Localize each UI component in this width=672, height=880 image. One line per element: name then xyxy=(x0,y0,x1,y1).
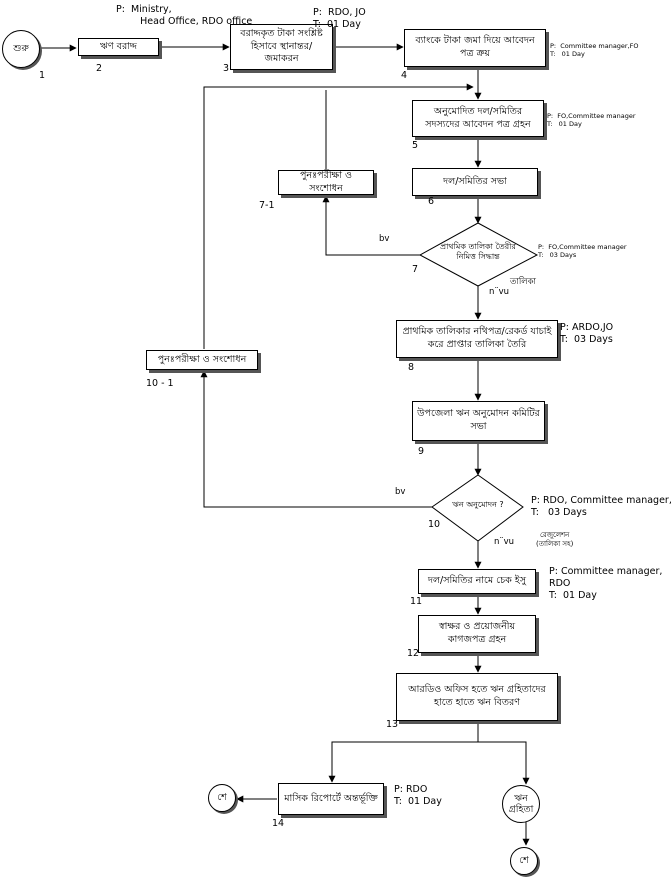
process-13-label: আরডিও অফিস হতে ঋন গ্রহিতাদের হাতে হাতে ঋ… xyxy=(408,684,546,708)
process-10-1-label: পুনঃপরীক্ষা ও সংশোধন xyxy=(157,353,247,365)
step-number: 10 xyxy=(428,519,441,530)
step-number: 1 xyxy=(39,70,46,81)
step-number: 7 xyxy=(412,264,419,275)
process-loan-allocation: ঋণ বরাদ্দ xyxy=(78,38,159,56)
recipient-label: ঋন গ্রহিতা xyxy=(508,792,534,815)
process-group-meeting: দল/সমিতির সভা xyxy=(412,168,538,196)
branch-label-7-yes: n¨vu xyxy=(489,287,510,297)
decision-10-shape xyxy=(431,474,524,542)
process-12-label: স্বাক্ষর ও প্রয়োজনীয় কাগজপত্র গ্রহন xyxy=(438,621,516,645)
annotation-step-11: P: Committee manager, RDO T: 01 Day xyxy=(549,566,663,601)
step-number: 12 xyxy=(407,648,420,659)
process-3-label: বরাদ্দকৃত টাকা সংশ্লিষ্ট হিসাবে স্থানান্… xyxy=(240,27,323,65)
end-bottom-label: শে xyxy=(519,855,529,867)
process-collect-documents: স্বাক্ষর ও প্রয়োজনীয় কাগজপত্র গ্রহন xyxy=(418,615,536,653)
branch-label-10-yes: n¨vu xyxy=(494,537,515,547)
annotation-step-2: P: Ministry, Head Office, RDO office xyxy=(116,4,253,27)
process-upazila-committee: উপজেলা ঋন অনুমোদন কমিটির সভা xyxy=(412,401,545,441)
flowchart-canvas xyxy=(41,43,539,846)
branch-label-10-no: bv xyxy=(395,487,406,497)
process-14-label: মাসিক রিপোর্টে অন্তর্ভূক্তি xyxy=(284,792,378,804)
process-9-label: উপজেলা ঋন অনুমোদন কমিটির সভা xyxy=(417,408,540,432)
arrow-7-no xyxy=(322,195,420,256)
step-number: 13 xyxy=(386,719,399,730)
step-number: 11 xyxy=(410,596,423,607)
end-left-label: শে xyxy=(217,792,227,804)
start-label: শুরু xyxy=(13,43,29,55)
step-number: 4 xyxy=(401,70,408,81)
step-number: 9 xyxy=(418,446,425,457)
process-6-label: দল/সমিতির সভা xyxy=(443,175,507,187)
process-issue-cheque: দল/সমিতির নামে চেক ইসু xyxy=(418,569,536,594)
loan-recipient-node: ঋন গ্রহিতা xyxy=(502,785,540,823)
step-number: 6 xyxy=(428,196,435,207)
process-recheck-10-1: পুনঃপরীক্ষা ও সংশোধন xyxy=(146,350,258,370)
decision-10-label: ঋন অনুমোদন ? xyxy=(452,500,504,509)
annotation-step-10: P: RDO, Committee manager, T: 03 Days xyxy=(531,495,672,518)
step-number: 14 xyxy=(272,818,285,829)
process-8-label: প্রাথমিক তালিকার নথিপত্র/রেকর্ড যাচাই কর… xyxy=(402,326,552,350)
process-2-label: ঋণ বরাদ্দ xyxy=(100,40,137,52)
arrow-13-split xyxy=(328,721,479,783)
start-node: শুরু xyxy=(2,30,40,68)
process-4-label: ব্যাংকে টাকা জমা দিয়ে আবেদন পত্র ক্রয় xyxy=(415,35,535,59)
process-monthly-report: মাসিক রিপোর্টে অন্তর্ভূক্তি xyxy=(278,783,384,815)
branch-note-10-yes: রেজুলেশন (তালিকা সহ) xyxy=(536,531,574,548)
annotation-step-14: P: RDO T: 01 Day xyxy=(394,784,442,807)
branch-label-7-no: bv xyxy=(379,234,390,244)
step-number: 3 xyxy=(223,63,230,74)
arrow-13-recipient xyxy=(478,741,530,785)
end-node-left: শে xyxy=(208,784,236,812)
process-7-1-label: পুনঃপরীক্ষা ও সংশোধন xyxy=(299,169,353,194)
annotation-step-4: P: Committee manager,FO T: 01 Day xyxy=(550,42,639,59)
step-number: 7-1 xyxy=(259,200,275,211)
process-buy-application: ব্যাংকে টাকা জমা দিয়ে আবেদন পত্র ক্রয় xyxy=(404,29,546,67)
process-loan-distribution: আরডিও অফিস হতে ঋন গ্রহিতাদের হাতে হাতে ঋ… xyxy=(396,673,558,721)
annotation-step-3: P: RDO, JO T: 01 Day xyxy=(313,7,366,30)
decision-7-shape xyxy=(418,222,539,287)
process-verify-list: প্রাথমিক তালিকার নথিপত্র/রেকর্ড যাচাই কর… xyxy=(396,320,558,358)
process-recheck-7-1: পুনঃপরীক্ষা ও সংশোধন xyxy=(278,170,374,195)
step-number: 5 xyxy=(412,140,419,151)
branch-note-7-yes: তালিকা xyxy=(510,277,537,287)
arrow-10-1-up xyxy=(203,83,474,349)
step-number: 8 xyxy=(408,362,415,373)
process-5-label: অনুমোদিত দল/সমিতির সদস্যদের আবেদন পত্র গ… xyxy=(425,105,531,130)
process-fund-transfer: বরাদ্দকৃত টাকা সংশ্লিষ্ট হিসাবে স্থানান্… xyxy=(230,24,333,70)
process-receive-application: অনুমোদিত দল/সমিতির সদস্যদের আবেদন পত্র গ… xyxy=(412,100,544,137)
process-11-label: দল/সমিতির নামে চেক ইসু xyxy=(427,575,527,587)
annotation-step-5: P: FO,Committee manager T: 01 Day xyxy=(547,112,636,129)
end-node-bottom: শে xyxy=(510,847,538,875)
step-number: 2 xyxy=(96,63,103,74)
decision-7-label: প্রাথমিক তালিকা তৈরীর নিমিত্ত সিদ্ধান্ত xyxy=(440,242,516,262)
annotation-step-7: P: FO,Committee manager T: 03 Days xyxy=(538,243,627,260)
annotation-step-8: P: ARDO,JO T: 03 Days xyxy=(560,322,614,345)
arrow-10-no xyxy=(200,370,432,508)
step-number: 10 - 1 xyxy=(146,378,174,389)
